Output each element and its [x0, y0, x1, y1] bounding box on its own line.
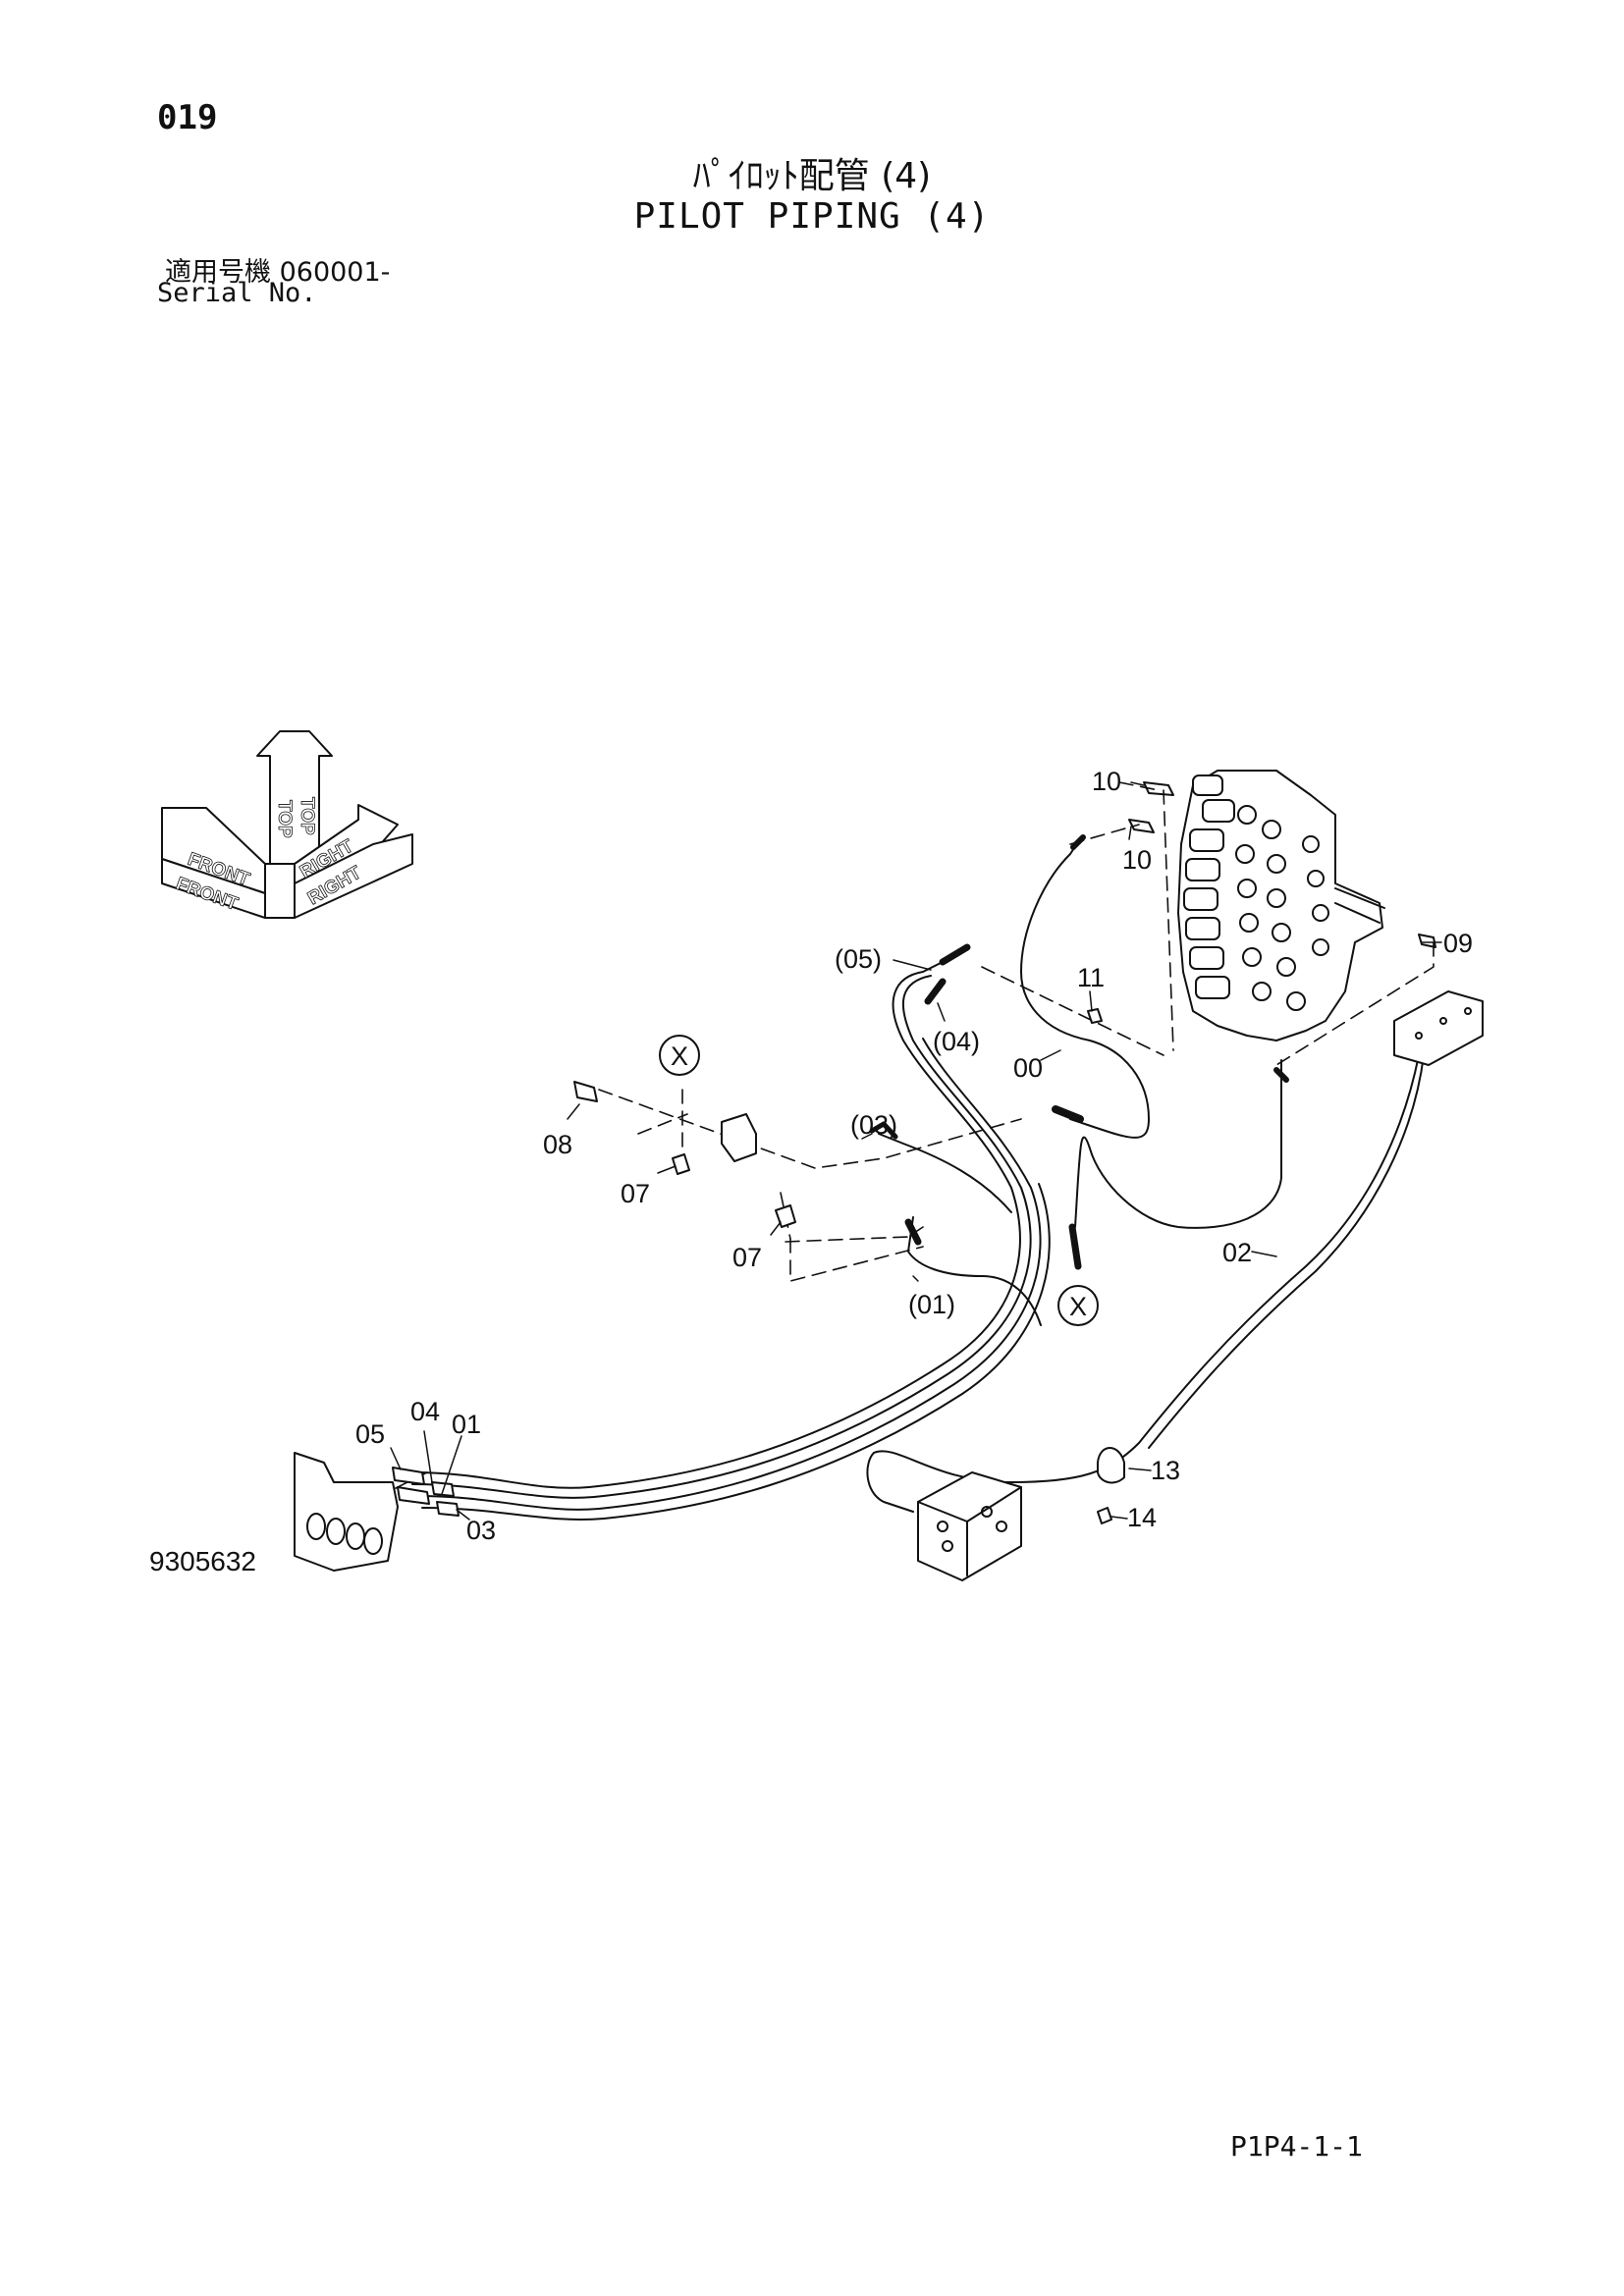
callout-10-lower: 10	[1122, 845, 1152, 875]
callout-07-lower: 07	[732, 1243, 762, 1272]
callout-x-upper: X	[671, 1041, 688, 1071]
serial-label-english: Serial No.	[157, 278, 317, 308]
page-number: 019	[157, 98, 218, 137]
figure-number: 9305632	[149, 1546, 257, 1576]
callout-01: 01	[452, 1410, 481, 1439]
orientation-top-label-2: TOP	[297, 797, 317, 835]
page-code: P1P4-1-1	[1230, 2130, 1363, 2163]
callout-13: 13	[1151, 1456, 1180, 1485]
callout-07-upper: 07	[621, 1179, 650, 1208]
callout-14: 14	[1127, 1503, 1157, 1532]
callout-05-reference: (05)	[835, 944, 882, 974]
title-english: PILOT PIPING (4)	[633, 196, 991, 237]
callout-08: 08	[543, 1130, 572, 1159]
orientation-top-label: TOP	[274, 800, 295, 838]
callout-04-reference: (04)	[933, 1027, 980, 1056]
reference-marker-x-upper	[659, 1035, 700, 1076]
callout-03-reference: (03)	[850, 1110, 897, 1140]
control-valve	[1177, 770, 1385, 1041]
callout-00: 00	[1013, 1053, 1043, 1083]
fittings-10	[1128, 781, 1174, 833]
callout-11: 11	[1077, 963, 1105, 992]
fitting-09	[1418, 934, 1436, 948]
callout-02: 02	[1222, 1238, 1252, 1267]
callout-10-upper: 10	[1092, 767, 1121, 796]
callout-09: 09	[1443, 929, 1473, 958]
orientation-indicator: FRONT FRONT TOP TOP RIGHT RIGHT	[161, 730, 413, 919]
callout-05: 05	[355, 1419, 385, 1449]
callout-04: 04	[410, 1397, 440, 1426]
reference-marker-x-lower	[1057, 1285, 1099, 1326]
callout-x-lower: X	[1069, 1292, 1087, 1321]
serial-label-japanese: 適用号機 060001-	[165, 257, 391, 288]
fitting-11	[1087, 1008, 1103, 1024]
callout-03: 03	[466, 1516, 496, 1545]
title-japanese: ﾊﾟｲﾛｯﾄ配管 (4)	[692, 156, 932, 196]
callout-01-reference: (01)	[908, 1290, 955, 1319]
